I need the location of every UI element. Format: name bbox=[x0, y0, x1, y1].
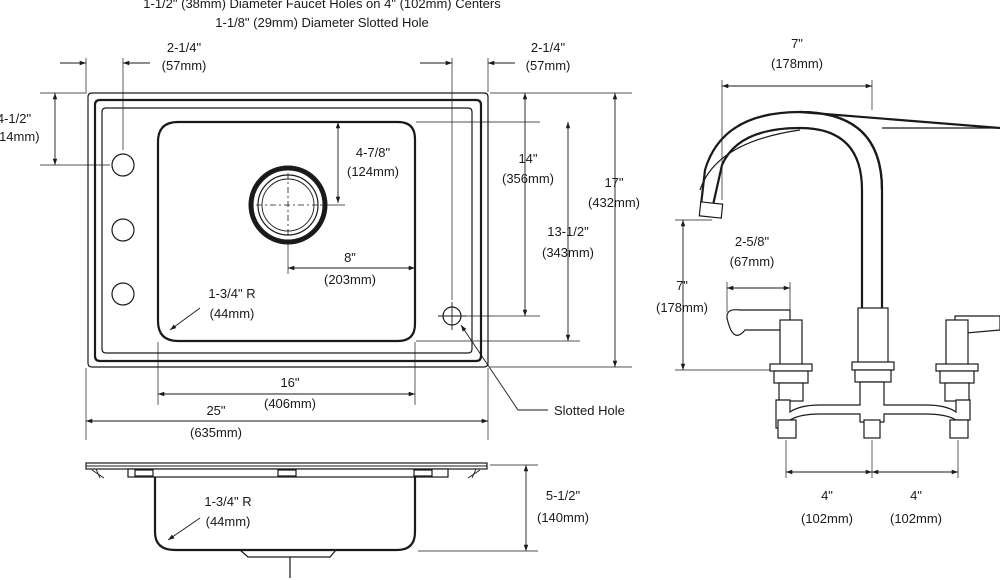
section-corner-radius: 1-3/4" R bbox=[204, 494, 251, 509]
dim-drain-to-edge: 8" bbox=[344, 250, 356, 265]
faucet-spout-height-mm: (178mm) bbox=[656, 300, 708, 315]
section-depth: 5-1/2" bbox=[546, 488, 581, 503]
faucet-center-right-mm: (102mm) bbox=[890, 511, 942, 526]
dim-overall-length: 17" bbox=[604, 175, 623, 190]
faucet-hole-icon bbox=[111, 282, 135, 306]
faucet-hole-icon bbox=[111, 218, 135, 242]
header-slotted-hole: 1-1/8" (29mm) Diameter Slotted Hole bbox=[215, 15, 428, 30]
dim-left-hole-offset: 2-1/4" bbox=[167, 40, 202, 55]
faucet-elevation: 7" (178mm) 7" (178mm) 2-5/8" (67mm) 4" (… bbox=[656, 36, 1000, 526]
faucet-reach-mm: (178mm) bbox=[771, 56, 823, 71]
sink-section-view: 1-3/4" R (44mm) 5-1/2" (140mm) bbox=[85, 462, 589, 578]
slotted-hole-icon bbox=[438, 302, 466, 330]
dim-right-offset: 2-1/4" bbox=[531, 40, 566, 55]
faucet-center-right: 4" bbox=[910, 488, 922, 503]
drain-icon bbox=[248, 165, 328, 245]
dim-overall-width: 25" bbox=[206, 403, 225, 418]
dim-bowl-length: 14" bbox=[518, 151, 537, 166]
dim-corner-radius: 1-3/4" R bbox=[208, 286, 255, 301]
faucet-handle-length: 2-5/8" bbox=[735, 234, 770, 249]
dim-hole-depth: 4-1/2" bbox=[0, 111, 32, 126]
dim-corner-radius-mm: (44mm) bbox=[210, 306, 255, 321]
header-faucet-holes: 1-1/2" (38mm) Diameter Faucet Holes on 4… bbox=[143, 0, 501, 11]
dim-bowl-inner-length-mm: (343mm) bbox=[542, 245, 594, 260]
dim-overall-length-mm: (432mm) bbox=[588, 195, 640, 210]
section-corner-radius-mm: (44mm) bbox=[206, 514, 251, 529]
section-depth-mm: (140mm) bbox=[537, 510, 589, 525]
dim-left-hole-offset-mm: (57mm) bbox=[162, 58, 207, 73]
dim-hole-depth-mm: (114mm) bbox=[0, 129, 40, 144]
slotted-hole-label: Slotted Hole bbox=[554, 403, 625, 418]
dim-bowl-length-mm: (356mm) bbox=[502, 171, 554, 186]
faucet-center-left-mm: (102mm) bbox=[801, 511, 853, 526]
dim-drain-to-edge-mm: (203mm) bbox=[324, 272, 376, 287]
faucet-reach: 7" bbox=[791, 36, 803, 51]
faucet-center-left: 4" bbox=[821, 488, 833, 503]
faucet-spout-height: 7" bbox=[676, 278, 688, 293]
sink-top-view: 2-1/4" (57mm) 2-1/4" (57mm) 4-1/2" (114m… bbox=[0, 40, 640, 440]
dim-drain-offset-mm: (124mm) bbox=[347, 164, 399, 179]
dim-bowl-width: 16" bbox=[280, 375, 299, 390]
dim-drain-offset: 4-7/8" bbox=[356, 145, 391, 160]
faucet-handle-length-mm: (67mm) bbox=[730, 254, 775, 269]
dim-bowl-inner-length: 13-1/2" bbox=[547, 224, 589, 239]
faucet-hole-icon bbox=[111, 153, 135, 177]
dim-bowl-width-mm: (406mm) bbox=[264, 396, 316, 411]
dim-overall-width-mm: (635mm) bbox=[190, 425, 242, 440]
dim-right-offset-mm: (57mm) bbox=[526, 58, 571, 73]
